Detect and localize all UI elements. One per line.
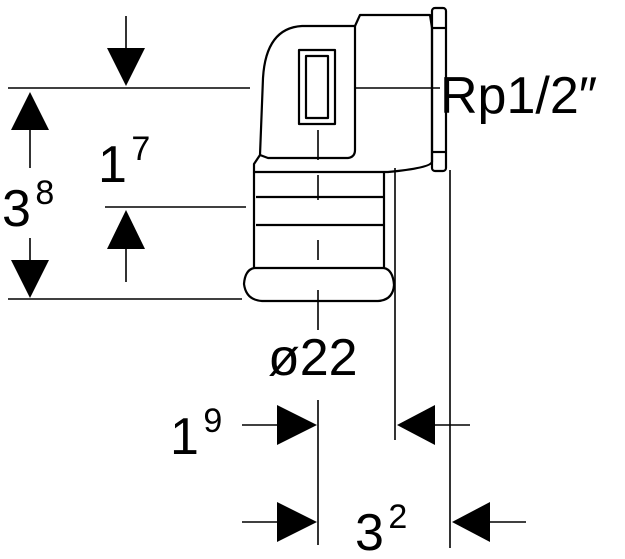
dim-3-2-sup: 2 xyxy=(388,498,407,536)
elbow-outline xyxy=(252,13,434,174)
arrow-left-3-2 xyxy=(452,502,490,542)
dim-1-9-label: 1 9 xyxy=(170,402,222,466)
bend-seam xyxy=(259,26,357,160)
dim-3-8-base: 3 xyxy=(2,180,31,238)
arrow-right-3-2 xyxy=(277,502,317,542)
dim-1-9-sup: 9 xyxy=(203,402,222,440)
dimension-lines xyxy=(8,16,526,548)
arrow-up-mid xyxy=(107,210,145,249)
arrowheads xyxy=(11,48,490,542)
dim-3-2-base: 3 xyxy=(355,504,384,559)
outlet-flange xyxy=(430,6,448,173)
dim-1-9-base: 1 xyxy=(170,408,199,466)
press-socket xyxy=(242,172,396,303)
dim-3-8-label: 3 8 xyxy=(2,174,54,238)
arrow-up-left-top xyxy=(11,92,49,130)
center-line xyxy=(317,87,385,330)
dim-1-7-base: 1 xyxy=(98,136,127,194)
thread-label: Rp1/2″ xyxy=(440,67,597,125)
diameter-label: ø22 xyxy=(268,329,358,387)
arrow-down-top xyxy=(107,48,145,86)
arrow-left-1-9 xyxy=(397,405,435,445)
dim-1-7-label: 1 7 xyxy=(98,130,150,194)
thread-window xyxy=(297,48,337,126)
elbow-fitting xyxy=(242,6,448,303)
dim-3-8-sup: 8 xyxy=(35,174,54,212)
dim-3-2-label: 3 2 xyxy=(355,498,407,559)
arrow-right-1-9 xyxy=(277,405,317,445)
dim-1-7-sup: 7 xyxy=(131,130,150,168)
arrow-down-left-bottom xyxy=(11,260,49,298)
